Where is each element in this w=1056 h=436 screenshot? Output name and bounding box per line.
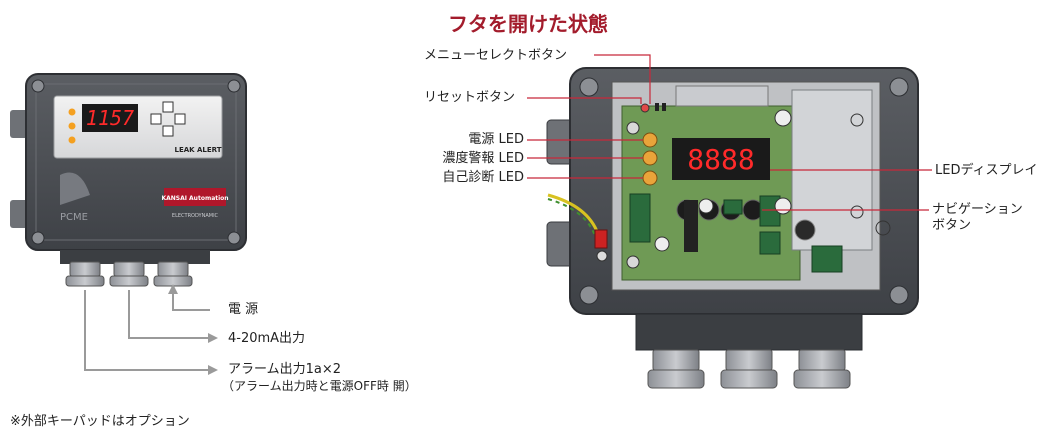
- leak-alert-label: LEAK ALERT: [174, 146, 221, 154]
- label-menu-select-button: メニューセレクトボタン: [424, 48, 568, 63]
- power-led: [642, 132, 658, 148]
- svg-text:KANSAI Automation: KANSAI Automation: [161, 195, 228, 202]
- hinge-bottom: [10, 200, 28, 228]
- ground-wire: [547, 193, 600, 235]
- right-display-value: 8888: [687, 143, 754, 176]
- label-navigation-button-1: ナビゲーション: [932, 202, 1023, 217]
- left-led-display: [82, 104, 138, 132]
- status-dot-1: [68, 108, 76, 116]
- self-diagnosis-led: [642, 170, 658, 186]
- reset-button-shape: [640, 103, 650, 113]
- label-alarm-note: （アラーム出力時と電源OFF時 開）: [222, 379, 417, 393]
- hinge-top: [10, 110, 28, 138]
- right-callout-lines: [527, 54, 932, 211]
- left-callout-lines: [84, 290, 212, 371]
- label-density-alarm-led: 濃度警報 LED: [442, 151, 524, 166]
- right-device: 8888: [546, 67, 919, 389]
- left-device: 1157 LEAK ALERT PCME KANSAI Automation E…: [10, 73, 247, 287]
- label-self-diagnosis-led: 自己診断 LED: [442, 170, 524, 185]
- left-display-value: 1157: [86, 106, 134, 130]
- key-down: [162, 125, 174, 137]
- label-led-display: LEDディスプレイ: [935, 163, 1038, 178]
- label-reset-button: リセットボタン: [424, 90, 516, 105]
- key-left: [150, 113, 162, 125]
- right-led-display: [672, 138, 770, 180]
- key-right: [174, 113, 186, 125]
- label-power-led: 電源 LED: [468, 132, 524, 147]
- electrodynamic-label: ELECTRODYNAMIC: [172, 213, 219, 219]
- status-dot-3: [68, 136, 76, 144]
- key-up: [162, 101, 174, 113]
- status-dot-2: [68, 122, 76, 130]
- label-power: 電 源: [228, 302, 259, 317]
- density-alarm-led: [642, 150, 658, 166]
- pcme-logo: PCME: [60, 212, 88, 223]
- label-alarm-output: アラーム出力1a×2: [228, 362, 342, 377]
- label-4-20ma-output: 4-20mA出力: [228, 331, 306, 346]
- kansai-logo: [164, 188, 226, 206]
- diagram-title: フタを開けた状態: [448, 12, 608, 36]
- potentiometer: [794, 219, 816, 241]
- label-navigation-button-2: ボタン: [932, 218, 972, 233]
- footnote: ※外部キーパッドはオプション: [10, 414, 190, 429]
